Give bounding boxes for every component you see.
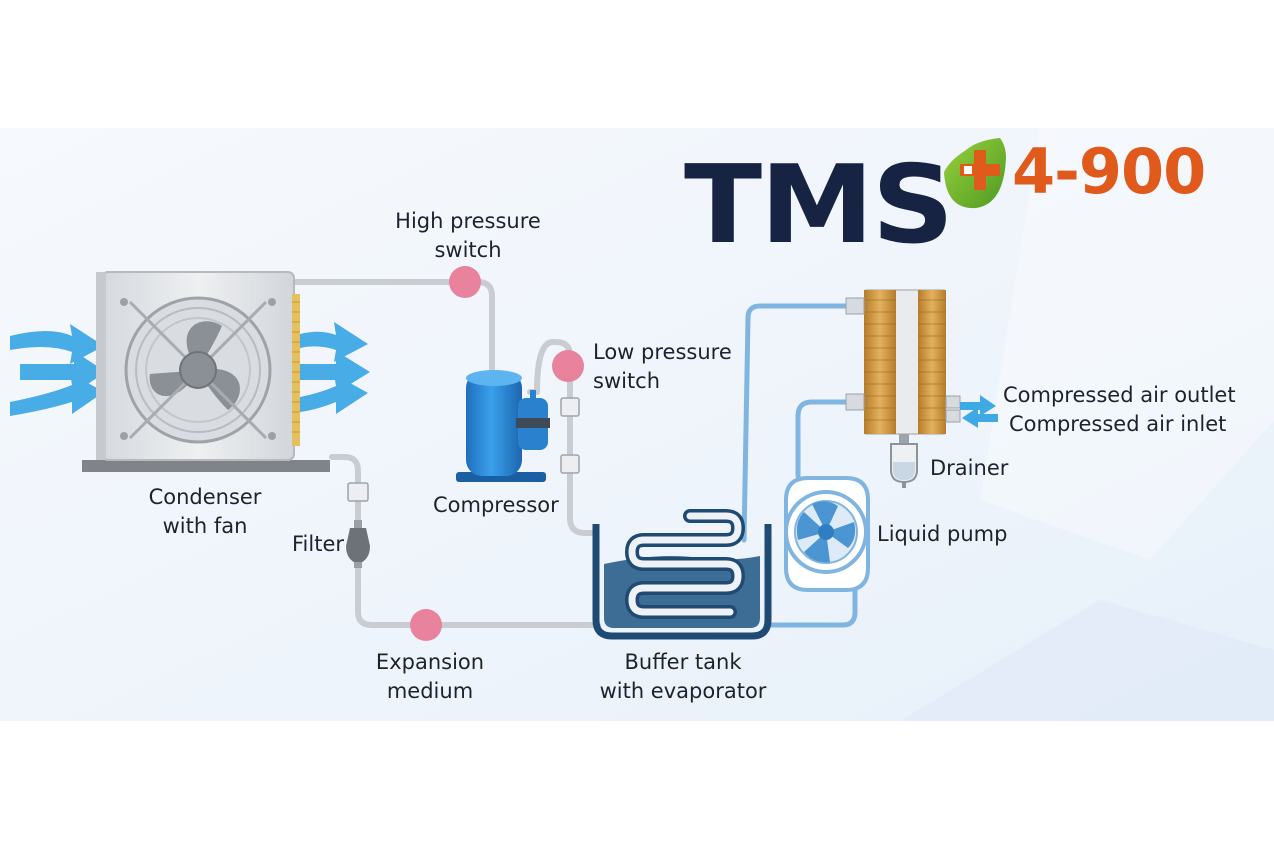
filter-label: Filter bbox=[292, 532, 345, 556]
air-inlet-arrow-icon bbox=[962, 407, 998, 428]
drainer-label: Drainer bbox=[930, 456, 1009, 480]
brand-model: 4-900 bbox=[1012, 135, 1206, 208]
expansion-label: Expansion medium bbox=[360, 648, 500, 706]
air-arrow-icon bbox=[10, 324, 106, 416]
air-outlet-arrow-icon bbox=[960, 395, 996, 416]
condenser-label: Condenser with fan bbox=[120, 483, 290, 541]
condenser-unit bbox=[82, 271, 330, 472]
pump-icon bbox=[784, 476, 870, 592]
heat-exchanger-icon bbox=[845, 289, 961, 435]
compressor-label: Compressor bbox=[433, 493, 559, 517]
pipe-fitting bbox=[560, 397, 580, 417]
label-line: switch bbox=[593, 369, 661, 393]
compressor-icon bbox=[456, 370, 550, 482]
label-line: Expansion bbox=[375, 650, 485, 674]
water-circuit bbox=[741, 303, 858, 628]
expansion-valve-icon bbox=[410, 609, 442, 641]
pipe-fitting bbox=[560, 454, 580, 474]
air-arrow-icon bbox=[300, 322, 370, 414]
brand-leaf-icon bbox=[944, 138, 1006, 209]
label-line: switch bbox=[434, 238, 502, 262]
label-line: Buffer tank bbox=[624, 650, 742, 674]
air-inlet-label: Compressed air inlet bbox=[1009, 412, 1227, 436]
pipe-fitting bbox=[347, 482, 369, 502]
buffer-tank bbox=[592, 509, 772, 640]
air-outlet-label: Compressed air outlet bbox=[1003, 383, 1236, 407]
drainer-icon bbox=[890, 434, 918, 488]
label-line: Condenser bbox=[148, 485, 262, 509]
high-pressure-switch-label: High pressure switch bbox=[378, 207, 558, 265]
label-line: with fan bbox=[162, 514, 248, 538]
filter-icon bbox=[346, 520, 370, 568]
label-line: with evaporator bbox=[599, 679, 767, 703]
fan-icon bbox=[124, 296, 272, 444]
label-line: High pressure bbox=[395, 209, 541, 233]
brand-name: TMS bbox=[684, 143, 954, 268]
low-pressure-switch-icon bbox=[552, 350, 584, 382]
buffer-tank-label: Buffer tank with evaporator bbox=[590, 648, 776, 706]
low-pressure-switch-label: Low pressure switch bbox=[593, 338, 732, 396]
label-line: medium bbox=[386, 679, 474, 703]
high-pressure-switch-icon bbox=[449, 266, 481, 298]
label-line: Low pressure bbox=[593, 340, 732, 364]
liquid-pump-label: Liquid pump bbox=[877, 522, 1008, 546]
